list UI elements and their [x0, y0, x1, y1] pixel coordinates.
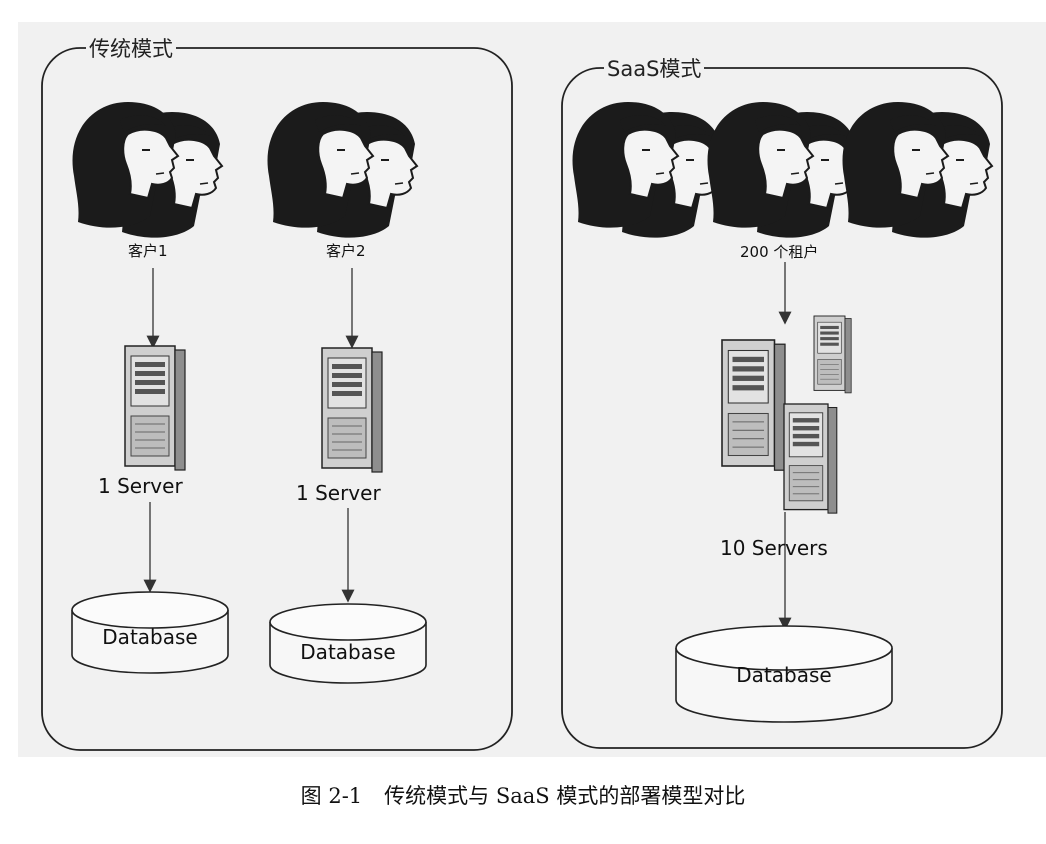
server-2-icon — [321, 347, 383, 473]
tenant-group-2-icon — [708, 102, 857, 238]
database-2-label: Database — [300, 640, 396, 664]
saas-panel-border — [561, 67, 1003, 749]
saas-servers-label: 10 Servers — [720, 536, 828, 560]
tenant-group-1-icon — [573, 102, 722, 238]
traditional-panel-title: 传统模式 — [86, 37, 176, 61]
tenant-group-3-icon — [843, 102, 992, 238]
customer-1-icon — [73, 102, 222, 238]
saas-server-2-icon — [813, 315, 852, 394]
server-1-label: 1 Server — [98, 474, 183, 498]
customer-2-label: 客户2 — [326, 242, 366, 260]
figure-caption: 图 2-1 传统模式与 SaaS 模式的部署模型对比 — [0, 780, 1046, 810]
saas-server-1-icon — [721, 339, 786, 471]
customer-1-label: 客户1 — [128, 242, 168, 260]
saas-server-3-icon — [783, 403, 838, 514]
server-1-icon — [124, 345, 186, 471]
saas-database-label: Database — [736, 663, 832, 687]
tenants-label: 200 个租户 — [740, 243, 819, 261]
server-2-label: 1 Server — [296, 481, 381, 505]
database-1-label: Database — [102, 625, 198, 649]
traditional-panel-border — [41, 47, 513, 751]
caption-text: 传统模式与 SaaS 模式的部署模型对比 — [384, 784, 746, 808]
customer-2-icon — [268, 102, 417, 238]
database-2-icon — [269, 603, 427, 684]
caption-number: 图 2-1 — [300, 784, 363, 808]
saas-database-icon — [675, 625, 893, 723]
database-1-icon — [71, 591, 229, 674]
saas-panel-title: SaaS模式 — [604, 57, 705, 81]
